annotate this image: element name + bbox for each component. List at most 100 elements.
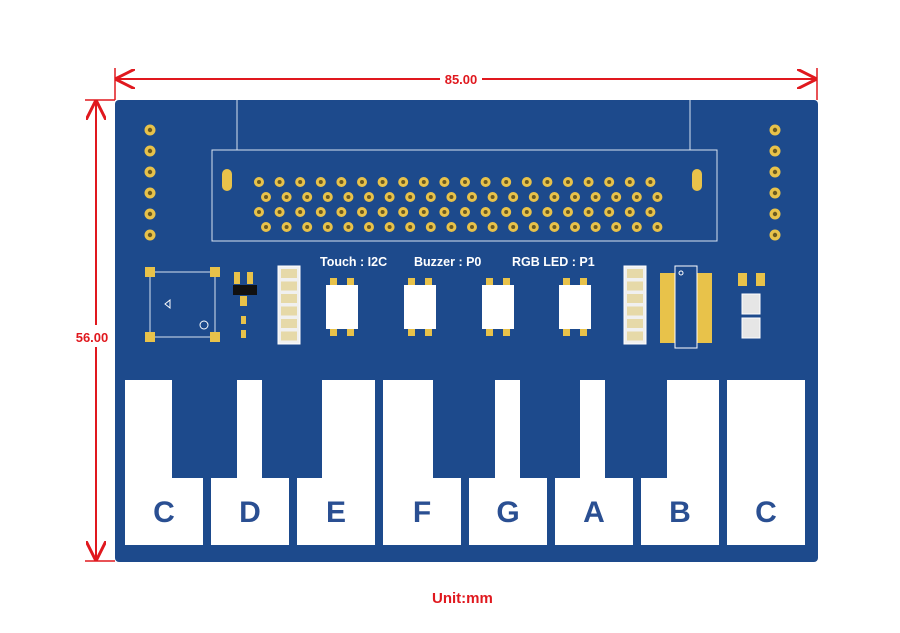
- pin-hole: [449, 195, 454, 199]
- resistor: [281, 294, 297, 303]
- pin-hole: [257, 180, 261, 184]
- resistor: [627, 331, 643, 341]
- led-pad: [486, 329, 493, 336]
- rgb-leds: [326, 278, 591, 336]
- pin-hole: [511, 195, 516, 199]
- pin-hole: [421, 210, 426, 214]
- height-dimension: 56.00: [76, 99, 115, 562]
- touch-label: Touch : I2C: [320, 255, 387, 269]
- pin-hole: [408, 195, 413, 199]
- pin-hole: [318, 180, 323, 184]
- pin-hole: [614, 225, 619, 229]
- led-pad: [503, 329, 510, 336]
- mount-slot: [222, 169, 232, 191]
- pin-hole: [586, 210, 591, 214]
- pin-hole: [586, 180, 591, 184]
- pin-hole: [627, 180, 632, 184]
- pin-hole: [511, 225, 516, 229]
- pin-hole: [545, 180, 550, 184]
- pin-hole: [442, 180, 447, 184]
- pin-hole: [449, 225, 454, 229]
- resistor: [627, 319, 643, 328]
- pin-hole: [305, 195, 310, 199]
- header-hole: [772, 190, 778, 196]
- mount-slot: [692, 169, 702, 191]
- pin-hole: [655, 225, 660, 229]
- pin-hole: [442, 210, 447, 214]
- led-pad: [580, 278, 587, 285]
- key-label: B: [669, 496, 691, 529]
- resistor: [627, 306, 643, 316]
- pin-hole: [401, 210, 406, 214]
- resistor: [627, 294, 643, 303]
- pin-hole: [360, 180, 364, 184]
- pin-hole: [325, 195, 330, 199]
- led-pad: [563, 329, 570, 336]
- pin-hole: [339, 180, 344, 184]
- resistor: [281, 331, 297, 341]
- rgb-led: [482, 285, 514, 329]
- rgb-led-label: RGB LED : P1: [512, 255, 595, 269]
- pin-hole: [524, 210, 529, 214]
- led-pad: [408, 278, 415, 285]
- pin-hole: [408, 225, 413, 229]
- led-pad: [503, 278, 510, 285]
- black-key-gap: [262, 378, 322, 478]
- pin-hole: [614, 195, 619, 199]
- key-label: A: [583, 496, 605, 529]
- pin-hole: [504, 180, 509, 184]
- pin-hole: [346, 225, 351, 229]
- pin-hole: [360, 210, 364, 214]
- header-hole: [772, 232, 778, 238]
- pin-hole: [463, 210, 467, 214]
- header-hole: [772, 148, 778, 154]
- pin-hole: [367, 195, 371, 199]
- led-pad: [347, 278, 354, 285]
- pin-hole: [490, 195, 495, 199]
- pin-hole: [552, 225, 557, 229]
- width-dimension: 85.00: [114, 68, 818, 100]
- pin-hole: [257, 210, 261, 214]
- led-pad: [425, 278, 432, 285]
- pin-hole: [490, 225, 495, 229]
- led-pad: [330, 278, 337, 285]
- ic-chip: [660, 265, 712, 349]
- black-key-gap: [605, 378, 667, 478]
- pin-hole: [566, 180, 570, 184]
- buzzer-label: Buzzer : P0: [414, 255, 481, 269]
- pin-hole: [648, 210, 653, 214]
- buzzer-footprint: [145, 267, 220, 342]
- pin-hole: [607, 180, 612, 184]
- rgb-led: [559, 285, 591, 329]
- edge-connector: [211, 100, 718, 242]
- black-key-gap: [520, 378, 580, 478]
- key-label: D: [239, 496, 261, 529]
- pin-hole: [318, 210, 323, 214]
- black-key-gap: [172, 378, 237, 478]
- resistor: [281, 269, 297, 278]
- resistor: [627, 281, 643, 291]
- pin-hole: [428, 225, 433, 229]
- key-label: G: [496, 496, 519, 529]
- pin-hole: [566, 210, 570, 214]
- pin-hole: [634, 225, 639, 229]
- header-hole: [147, 169, 153, 175]
- white-key[interactable]: [727, 380, 805, 545]
- pin-hole: [387, 225, 392, 229]
- pin-hole: [607, 210, 612, 214]
- pin-hole: [339, 210, 344, 214]
- led-pad: [330, 329, 337, 336]
- pin-hole: [421, 180, 426, 184]
- key-label: F: [413, 496, 431, 529]
- pin-hole: [428, 195, 433, 199]
- key-label: E: [326, 496, 346, 529]
- rgb-led: [326, 285, 358, 329]
- pin-hole: [593, 225, 598, 229]
- transistor: [233, 272, 257, 338]
- pin-hole: [277, 210, 282, 214]
- pin-hole: [524, 180, 529, 184]
- side-headers: [144, 124, 781, 241]
- pin-hole: [483, 180, 488, 184]
